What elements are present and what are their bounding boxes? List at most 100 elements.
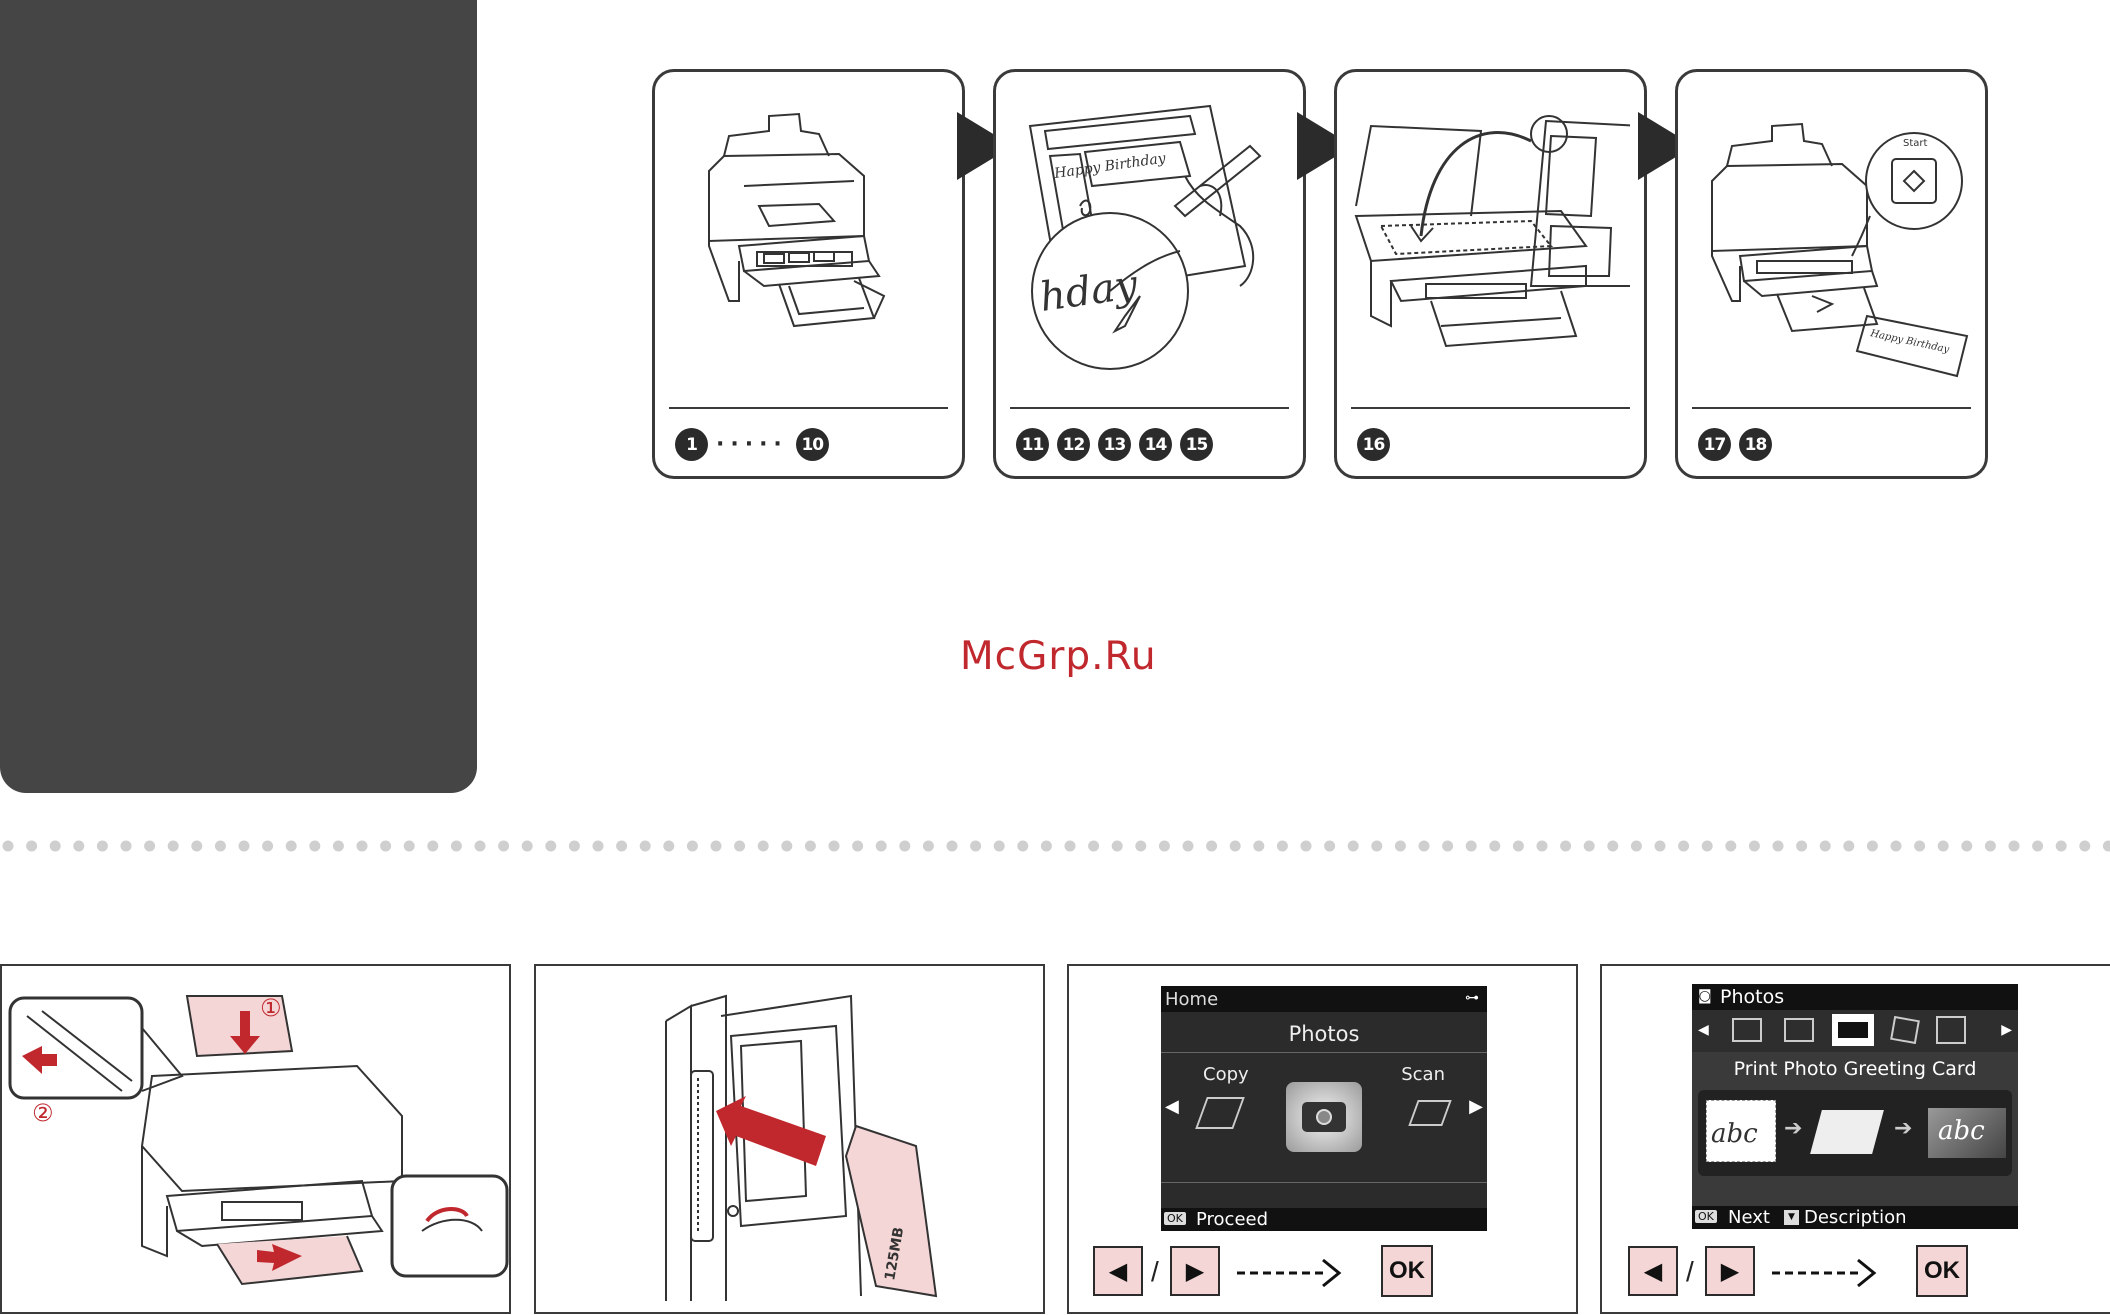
separator-dot bbox=[451, 841, 462, 852]
right-key-button[interactable]: ▶ bbox=[1705, 1246, 1755, 1296]
insert-memory-card-illustration: 125MB bbox=[536, 966, 1045, 1312]
lcd-header-bar: Home ⊶ bbox=[1161, 986, 1487, 1013]
lcd-footer-bar: OK Proceed bbox=[1161, 1208, 1487, 1231]
step-panel-4: Start Happy Birthday 17 18 bbox=[1675, 69, 1988, 479]
separator-dot bbox=[994, 841, 1005, 852]
scanner-placing-template-illustration bbox=[1351, 86, 1630, 406]
dashed-arrow-icon bbox=[1237, 1256, 1345, 1290]
step-range-dots: ····· bbox=[716, 434, 788, 456]
left-arrow-icon: ◀ bbox=[1644, 1257, 1662, 1285]
ok-badge: OK bbox=[1164, 1212, 1186, 1225]
separator-dot bbox=[663, 841, 674, 852]
strip-right-arrow-icon[interactable]: ▶ bbox=[2001, 1022, 2012, 1038]
lcd-content: Print Photo Greeting Card abc ➔ ➔ abc bbox=[1692, 1052, 2018, 1206]
separator-dot bbox=[286, 841, 297, 852]
ok-button[interactable]: OK bbox=[1381, 1245, 1433, 1297]
menu-right-arrow-icon[interactable]: ▶ bbox=[1469, 1096, 1483, 1117]
separator-dot bbox=[1301, 841, 1312, 852]
flow-arrow-icon: ➔ bbox=[1894, 1116, 1912, 1141]
separator-dot bbox=[1725, 841, 1736, 852]
separator-dot bbox=[1914, 841, 1925, 852]
separator-dot bbox=[545, 841, 556, 852]
callout-2: ② bbox=[32, 1099, 54, 1127]
separator-dot bbox=[1348, 841, 1359, 852]
separator-dot bbox=[26, 841, 37, 852]
panel-load-paper: ① ② bbox=[0, 964, 511, 1314]
separator-dot bbox=[1041, 841, 1052, 852]
slideshow-icon[interactable] bbox=[1936, 1016, 1966, 1044]
separator-dot bbox=[215, 841, 226, 852]
lcd-screen: Home ⊶ Photos Copy Scan ◀ ▶ OK Proceed bbox=[1161, 986, 1487, 1231]
step-number: 17 bbox=[1698, 428, 1731, 461]
separator-dot bbox=[1442, 841, 1453, 852]
separator-dot bbox=[781, 841, 792, 852]
left-key-button[interactable]: ◀ bbox=[1628, 1246, 1678, 1296]
separator-dot bbox=[1796, 841, 1807, 852]
step-panel-1: 1 ····· 10 bbox=[652, 69, 965, 479]
menu-photos-tile[interactable] bbox=[1286, 1082, 1362, 1152]
separator-dot bbox=[1961, 841, 1972, 852]
left-key-button[interactable]: ◀ bbox=[1093, 1246, 1143, 1296]
photo-stack-icon[interactable] bbox=[1732, 1018, 1762, 1042]
lcd-header-title: Home bbox=[1165, 989, 1218, 1010]
separator-dot bbox=[2079, 841, 2090, 852]
photo-layout-icon[interactable] bbox=[1784, 1018, 1814, 1042]
ok-button[interactable]: OK bbox=[1916, 1245, 1968, 1297]
menu-selected-title: Photos bbox=[1161, 1022, 1487, 1046]
step-number: 18 bbox=[1739, 428, 1772, 461]
separator-dot bbox=[640, 841, 651, 852]
step-divider bbox=[1351, 407, 1630, 409]
menu-left-arrow-icon[interactable]: ◀ bbox=[1165, 1096, 1179, 1117]
strip-left-arrow-icon[interactable]: ◀ bbox=[1698, 1022, 1709, 1038]
greeting-card-icon[interactable] bbox=[1832, 1014, 1874, 1046]
separator-dot bbox=[852, 841, 863, 852]
separator-dot bbox=[1159, 841, 1170, 852]
separator-dot bbox=[876, 841, 887, 852]
menu-item-copy[interactable]: Copy bbox=[1203, 1064, 1249, 1085]
key-separator: / bbox=[1686, 1256, 1694, 1288]
sheet-icon[interactable] bbox=[1890, 1016, 1920, 1044]
separator-dot bbox=[191, 841, 202, 852]
separator-dot bbox=[404, 841, 415, 852]
right-key-button[interactable]: ▶ bbox=[1170, 1246, 1220, 1296]
separator-dot bbox=[121, 841, 132, 852]
separator-dot bbox=[1489, 841, 1500, 852]
footer-description: Description bbox=[1804, 1207, 1907, 1228]
separator-dot bbox=[168, 841, 179, 852]
step-numbers: 16 bbox=[1357, 428, 1390, 461]
separator-dot bbox=[1607, 841, 1618, 852]
separator-dot bbox=[239, 841, 250, 852]
separator-dot bbox=[923, 841, 934, 852]
step-divider bbox=[669, 407, 948, 409]
lcd-header-title: Photos bbox=[1720, 986, 1784, 1008]
separator-dot bbox=[970, 841, 981, 852]
step-numbers: 1 ····· 10 bbox=[675, 428, 829, 461]
step-number: 1 bbox=[675, 428, 708, 461]
function-title: Print Photo Greeting Card bbox=[1692, 1058, 2018, 1080]
left-arrow-icon: ◀ bbox=[1109, 1257, 1127, 1285]
scan-icon bbox=[1408, 1100, 1451, 1126]
lcd-footer-proceed: Proceed bbox=[1196, 1209, 1268, 1230]
separator-dot bbox=[3, 841, 14, 852]
handwriting-on-template-illustration: Happy Birthday hday bbox=[1010, 86, 1289, 406]
menu-item-scan[interactable]: Scan bbox=[1401, 1064, 1445, 1085]
step-number: 13 bbox=[1098, 428, 1131, 461]
separator-dot bbox=[687, 841, 698, 852]
panel-greeting-card: ◙ Photos ◀ ▶ Print Photo Greeting Card a… bbox=[1600, 964, 2110, 1314]
separator-dot bbox=[1537, 841, 1548, 852]
separator-dot bbox=[309, 841, 320, 852]
separator-dot bbox=[1088, 841, 1099, 852]
separator-dot bbox=[498, 841, 509, 852]
separator-dot bbox=[1112, 841, 1123, 852]
separator-dot bbox=[1985, 841, 1996, 852]
separator-dot bbox=[1843, 841, 1854, 852]
separator-dot bbox=[899, 841, 910, 852]
step-number: 16 bbox=[1357, 428, 1390, 461]
printed-card-icon: abc bbox=[1928, 1108, 2006, 1158]
load-paper-illustration: ① ② bbox=[2, 966, 511, 1312]
dotted-separator bbox=[0, 839, 2110, 853]
separator-dot bbox=[1749, 841, 1760, 852]
separator-dot bbox=[333, 841, 344, 852]
step-divider bbox=[1010, 407, 1289, 409]
separator-dot bbox=[50, 841, 61, 852]
